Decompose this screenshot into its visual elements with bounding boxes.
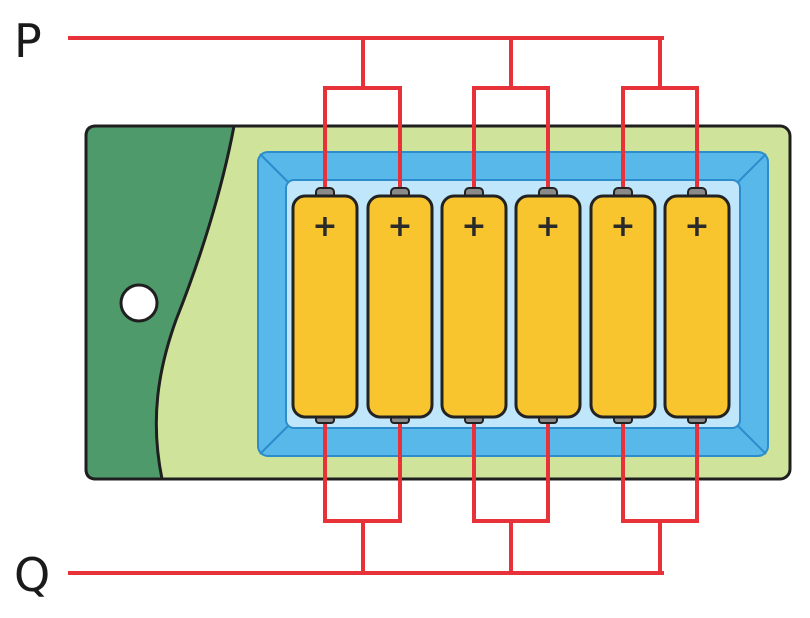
battery-cell: + [291,187,359,424]
battery-cell: + [514,187,582,424]
cell-body [440,194,508,419]
battery-cell: + [440,187,508,424]
wire-segment [472,86,550,198]
cell-body [291,194,359,419]
wire-segment [621,86,699,198]
wiring [68,36,699,575]
wire-segment [323,86,402,198]
cell-body [514,194,582,419]
plus-sign: + [312,209,337,244]
battery-cell: + [366,187,434,424]
terminal-label-q: Q [14,548,51,602]
plus-sign: + [610,209,635,244]
cell-body [663,194,731,419]
battery-cell: + [663,187,731,424]
cell-body [366,194,434,419]
plus-sign: + [387,209,412,244]
battery-cell: + [589,187,657,424]
plus-sign: + [535,209,560,244]
holder-bevel [259,153,767,455]
cells-group: + + + + + + [291,187,731,424]
plus-sign: + [684,209,709,244]
mounting-hole [119,283,159,323]
plus-sign: + [461,209,486,244]
cell-body [589,194,657,419]
board-end-section [84,124,236,481]
terminal-label-p: P [14,14,42,68]
